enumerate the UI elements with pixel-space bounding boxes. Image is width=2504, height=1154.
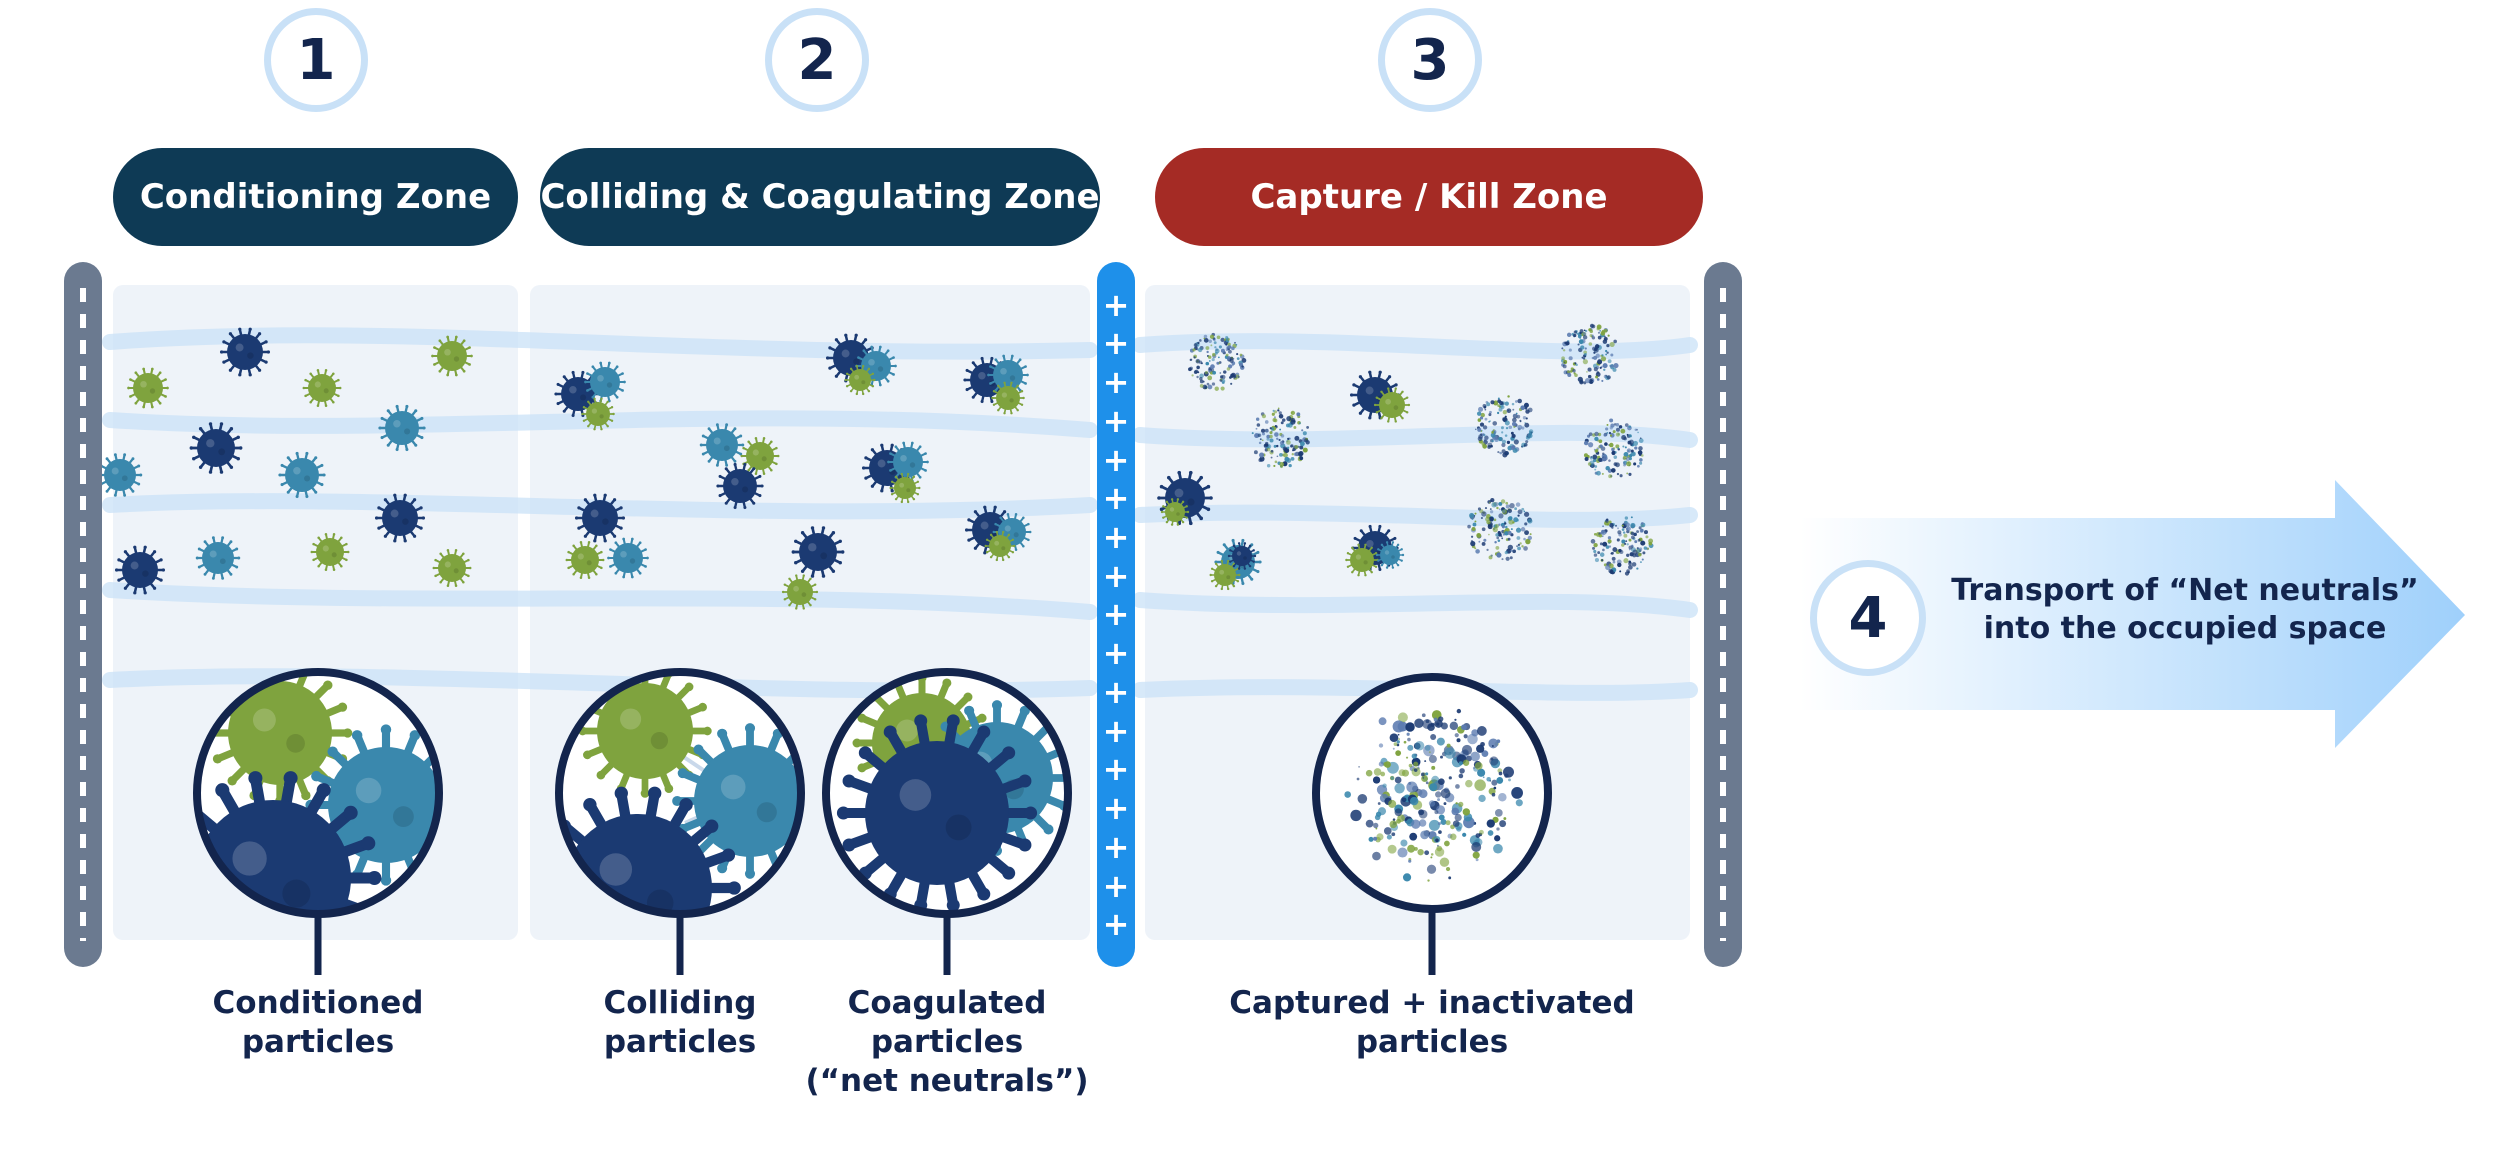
particle — [431, 335, 473, 377]
particle — [699, 423, 745, 467]
airflow-streak — [102, 582, 1098, 620]
inactivated-particle — [1372, 717, 1511, 857]
left-filter-post — [64, 262, 102, 967]
particle — [836, 714, 1038, 912]
inactivated-particle — [1560, 323, 1619, 385]
plus-sign: + — [1102, 634, 1130, 673]
plus-sign: + — [1102, 595, 1130, 634]
inactivated-particle — [1590, 516, 1654, 576]
transport-label: Transport of “Net neutrals”into the occu… — [1951, 573, 2419, 646]
plus-sign: + — [1102, 479, 1130, 518]
particle — [219, 327, 271, 377]
plus-sign: + — [1102, 866, 1130, 905]
airflow-streak — [1132, 504, 1698, 528]
particle — [565, 540, 605, 580]
particle — [278, 451, 326, 499]
particle — [844, 364, 876, 396]
coagulating-zone-header: Colliding & Coagulating Zone — [540, 148, 1100, 246]
particle — [1209, 559, 1241, 591]
step-3-badge: 3 — [1378, 8, 1482, 112]
particle — [889, 472, 921, 504]
particle — [1345, 543, 1379, 577]
plus-sign: + — [1102, 363, 1130, 402]
particle — [584, 361, 626, 403]
particle — [195, 536, 241, 580]
particle — [97, 453, 143, 497]
particle — [740, 436, 780, 476]
particle — [781, 574, 819, 610]
particle — [378, 404, 426, 452]
plus-sign: + — [1102, 789, 1130, 828]
capture-zone-header: Capture / Kill Zone — [1155, 148, 1703, 246]
particle — [581, 397, 615, 431]
particle — [1375, 541, 1405, 569]
positive-ion-bar: +++++++++++++++++ — [1097, 262, 1135, 967]
particle — [574, 493, 626, 543]
particle — [127, 367, 169, 409]
particle — [302, 368, 342, 408]
plus-sign: + — [1102, 556, 1130, 595]
plus-sign: + — [1102, 518, 1130, 557]
step-1-badge: 1 — [264, 8, 368, 112]
plus-sign: + — [1102, 827, 1130, 866]
particle — [189, 422, 243, 474]
plus-sign: + — [1102, 440, 1130, 479]
lens-coagulated — [822, 668, 1072, 975]
airflow-streak — [1132, 592, 1698, 618]
particle — [310, 532, 350, 572]
plus-sign: + — [1102, 905, 1130, 944]
inactivated-particle — [1251, 407, 1310, 469]
right-filter-post — [1704, 262, 1742, 967]
particle — [607, 537, 649, 579]
inactivated-particle — [1188, 332, 1247, 391]
plus-sign: + — [1102, 711, 1130, 750]
particle — [791, 526, 845, 578]
step-4-badge: 4 — [1810, 560, 1926, 676]
particle — [114, 545, 166, 595]
plus-sign: + — [1102, 750, 1130, 789]
airflow-streak — [102, 493, 1098, 520]
inactivated-particle — [1474, 395, 1534, 458]
plus-sign: + — [1102, 401, 1130, 440]
airflow-streak — [1132, 424, 1698, 448]
particle — [1373, 387, 1411, 423]
particle — [991, 381, 1025, 415]
conditioning-zone-header: Conditioning Zone — [113, 148, 518, 246]
particle — [432, 548, 472, 588]
particle — [207, 672, 353, 806]
plus-sign: + — [1102, 285, 1130, 324]
transport-arrow — [1800, 480, 2465, 748]
lens-captured — [1312, 673, 1552, 975]
lens-conditioned — [193, 668, 443, 975]
inactivated-particle — [1467, 497, 1533, 561]
particle — [716, 462, 764, 510]
plus-sign: + — [1102, 672, 1130, 711]
particle — [963, 356, 1011, 404]
particle — [1227, 542, 1257, 570]
particle — [374, 493, 426, 543]
step-2-badge: 2 — [765, 8, 869, 112]
inactivated-particle — [1583, 418, 1644, 479]
plus-sign: + — [1102, 324, 1130, 363]
lens-colliding — [555, 668, 805, 975]
particle — [984, 530, 1016, 562]
airflow-streak — [102, 410, 1098, 438]
particle — [1160, 498, 1190, 526]
